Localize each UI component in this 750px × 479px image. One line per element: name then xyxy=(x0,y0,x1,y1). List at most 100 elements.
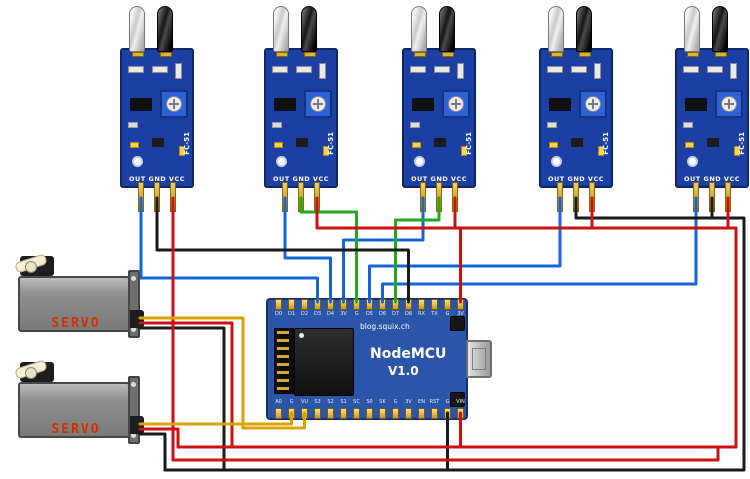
nodemcu-pin-label: EN xyxy=(418,399,425,405)
solder-pad xyxy=(715,52,727,57)
nodemcu-pin-3v xyxy=(340,299,347,310)
nodemcu-pin-d4 xyxy=(327,299,334,310)
mounting-hole xyxy=(687,156,698,167)
solder-pad xyxy=(687,52,699,57)
sensor-pin-gnd xyxy=(436,182,442,212)
servo-body: SERVO xyxy=(18,382,130,438)
sensor-pin-vcc xyxy=(725,182,731,212)
nodemcu-pin-label: SC xyxy=(353,399,360,405)
smd-resistor xyxy=(683,66,699,73)
smd-component xyxy=(571,138,583,147)
sensor-pin-out xyxy=(557,182,563,212)
nodemcu-pin-label: RST xyxy=(429,399,440,405)
ir-sensor-module-2: FC-51 OUT GND VCC xyxy=(264,6,338,214)
sensor-pin-out xyxy=(420,182,426,212)
potentiometer-screw-icon xyxy=(448,96,464,112)
nodemcu-pin-rx xyxy=(418,299,425,310)
nodemcu-pin-d6 xyxy=(379,299,386,310)
mounting-hole xyxy=(132,156,143,167)
sensor-model-label: FC-51 xyxy=(602,132,610,155)
ir-sensor-module-3: FC-51 OUT GND VCC xyxy=(402,6,476,214)
nodemcu-pin-label: S1 xyxy=(340,399,347,405)
ir-receiver-led xyxy=(157,6,173,52)
nodemcu-version-label: V1.0 xyxy=(388,364,419,378)
servo-motor-1: SERVO xyxy=(14,253,144,346)
usb-connector xyxy=(466,340,492,378)
sensor-pcb: FC-51 OUT GND VCC xyxy=(675,48,749,188)
nodemcu-pin-label: RX xyxy=(418,311,425,317)
smd-resistor xyxy=(547,66,563,73)
nodemcu-pin-label: D5 xyxy=(365,311,374,317)
smd-resistor xyxy=(272,66,288,73)
servo-wire-exit xyxy=(130,416,144,434)
potentiometer xyxy=(579,90,607,118)
smd-component xyxy=(128,122,138,128)
solder-pad xyxy=(276,52,288,57)
smd-resistor xyxy=(152,66,168,73)
comparator-ic xyxy=(412,98,434,111)
nodemcu-pin-g xyxy=(288,408,295,419)
sensor-pcb: FC-51 OUT GND VCC xyxy=(539,48,613,188)
sensor-pin-vcc xyxy=(452,182,458,212)
potentiometer-screw-icon xyxy=(721,96,737,112)
smd-resistor xyxy=(319,63,326,79)
mounting-hole xyxy=(551,156,562,167)
comparator-ic xyxy=(685,98,707,111)
potentiometer-screw-icon xyxy=(166,96,182,112)
wifi-antenna xyxy=(274,328,294,394)
nodemcu-pin-d1 xyxy=(288,299,295,310)
nodemcu-pin-a0 xyxy=(275,408,282,419)
sensor-model-label: FC-51 xyxy=(183,132,191,155)
potentiometer xyxy=(304,90,332,118)
indicator-led xyxy=(598,146,604,156)
indicator-led xyxy=(685,142,694,148)
nodemcu-pin-en xyxy=(418,408,425,419)
nodemcu-pin-label: S2 xyxy=(327,399,334,405)
smd-resistor xyxy=(296,66,312,73)
solder-pad xyxy=(132,52,144,57)
smd-resistor xyxy=(707,66,723,73)
ir-receiver-led xyxy=(301,6,317,52)
smd-component xyxy=(410,122,420,128)
smd-resistor xyxy=(128,66,144,73)
nodemcu-pin-label: D3 xyxy=(313,311,322,317)
servo-shaft xyxy=(25,367,37,379)
nodemcu-pin-label: D1 xyxy=(287,311,296,317)
comparator-ic xyxy=(549,98,571,111)
nodemcu-pin-tx xyxy=(431,299,438,310)
smd-component xyxy=(272,122,282,128)
smd-resistor xyxy=(730,63,737,79)
mounting-hole xyxy=(276,156,287,167)
nodemcu-pin-label: S3 xyxy=(314,399,321,405)
nodemcu-pin-label: G xyxy=(393,399,398,405)
nodemcu-pin-label: S0 xyxy=(366,399,373,405)
nodemcu-pin-s1 xyxy=(340,408,347,419)
flash-button xyxy=(450,316,465,331)
esp8266-module xyxy=(294,328,354,396)
smd-resistor xyxy=(571,66,587,73)
nodemcu-pin-d8 xyxy=(405,299,412,310)
potentiometer xyxy=(160,90,188,118)
nodemcu-pin-label: D2 xyxy=(300,311,309,317)
ir-sensor-module-5: FC-51 OUT GND VCC xyxy=(675,6,749,214)
nodemcu-pin-label: D4 xyxy=(326,311,335,317)
nodemcu-pin-label: SK xyxy=(379,399,386,405)
nodemcu-pin-label: 3V xyxy=(340,311,347,317)
nodemcu-name-label: NodeMCU xyxy=(370,346,447,362)
nodemcu-pin-label: VU xyxy=(300,399,309,405)
sensor-pin-gnd xyxy=(573,182,579,212)
sensor-pin-out xyxy=(138,182,144,212)
nodemcu-pin-sc xyxy=(353,408,360,419)
mounting-hole xyxy=(414,156,425,167)
nodemcu-pin-label: D7 xyxy=(391,311,400,317)
nodemcu-pin-sk xyxy=(379,408,386,419)
sensor-pcb: FC-51 OUT GND VCC xyxy=(120,48,194,188)
ir-sensor-module-4: FC-51 OUT GND VCC xyxy=(539,6,613,214)
nodemcu-pin-label: 3V xyxy=(405,399,412,405)
potentiometer-screw-icon xyxy=(585,96,601,112)
servo-body: SERVO xyxy=(18,276,130,332)
potentiometer xyxy=(442,90,470,118)
sensor-model-label: FC-51 xyxy=(738,132,746,155)
nodemcu-pin-rst xyxy=(431,408,438,419)
nodemcu-pin-d7 xyxy=(392,299,399,310)
